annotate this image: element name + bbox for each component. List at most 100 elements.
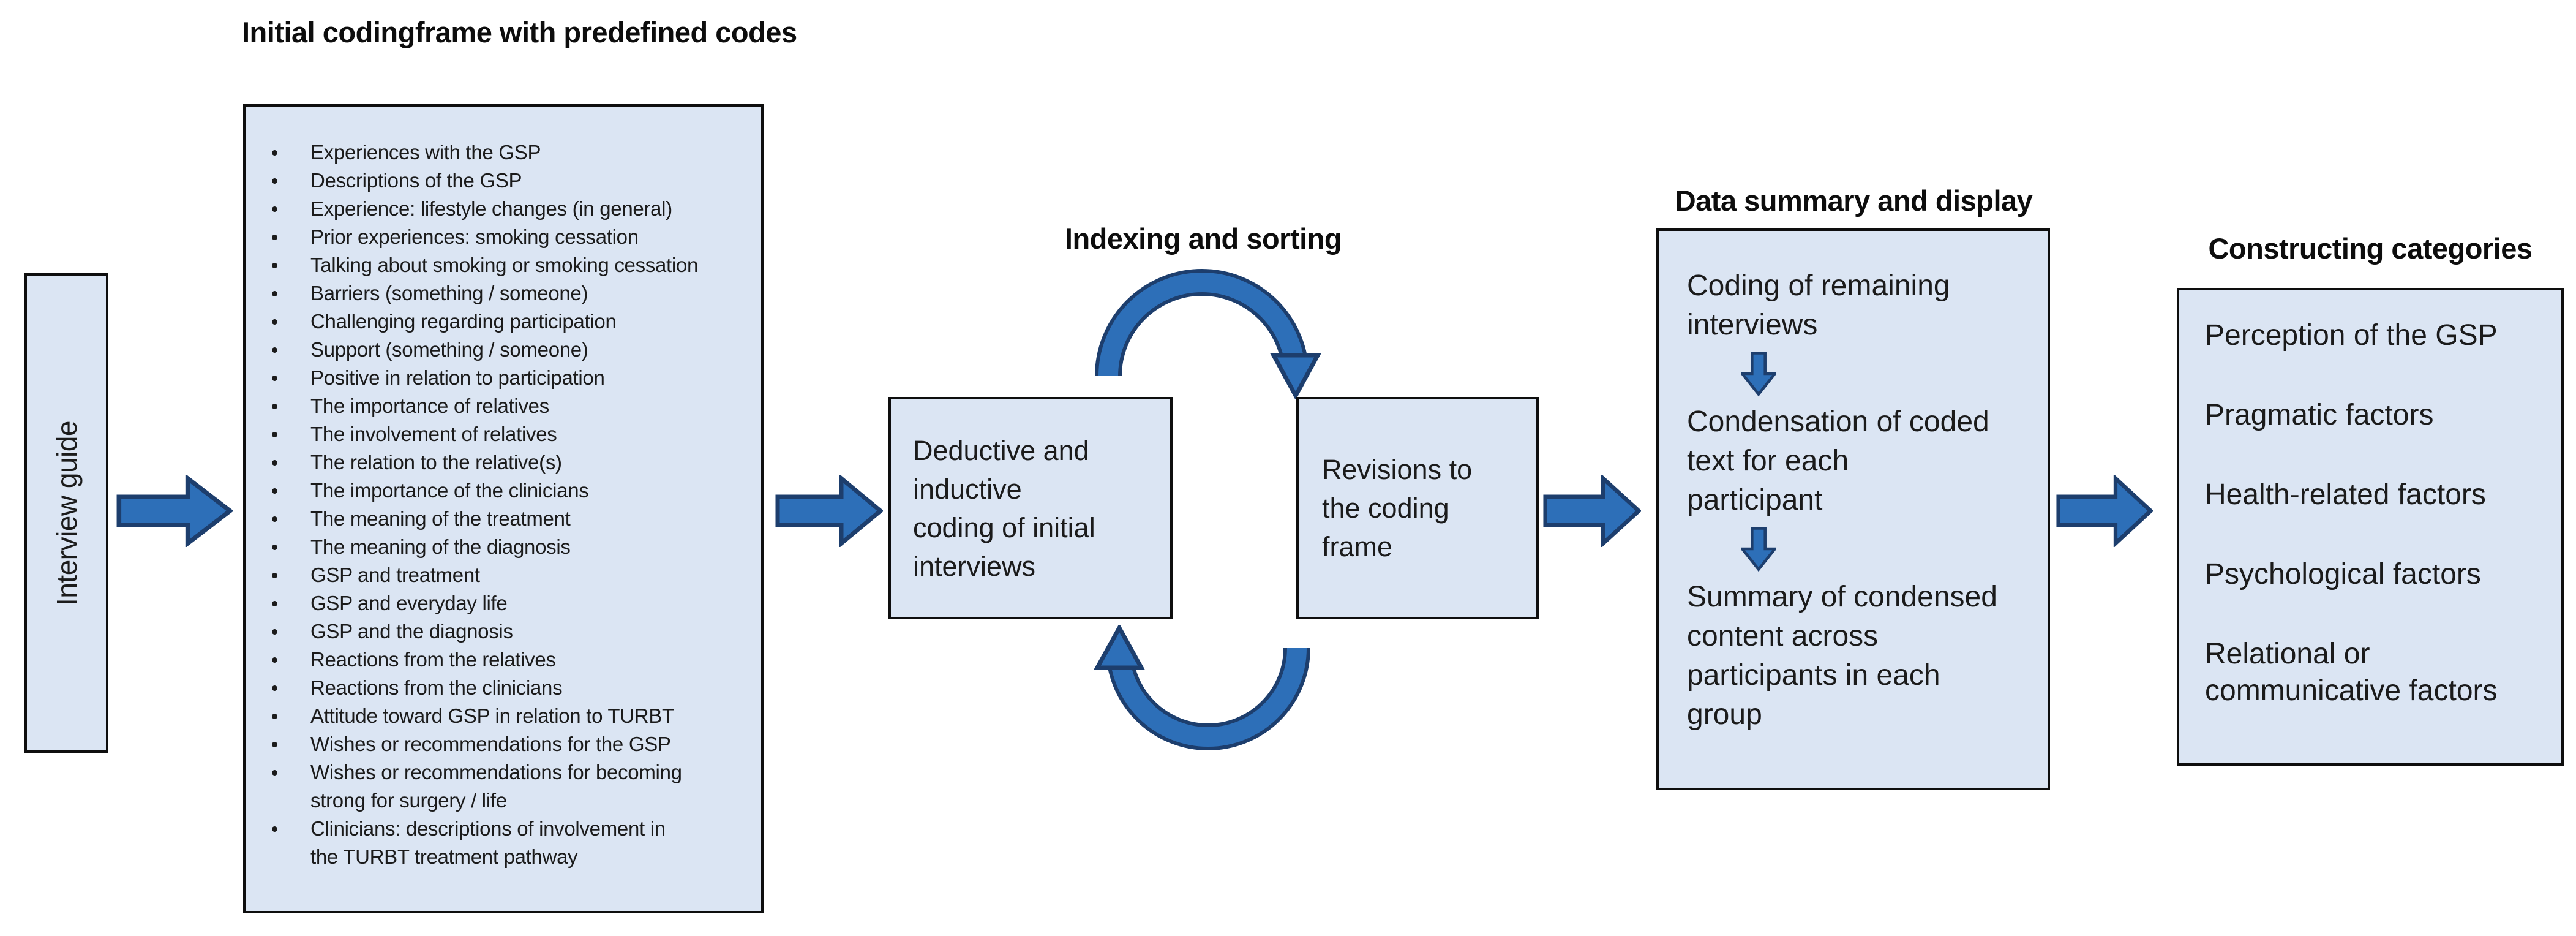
- code-text: Reactions from the clinicians: [310, 676, 563, 699]
- summary-step: Coding of remaining interviews: [1687, 270, 1950, 341]
- code-list-item: Experiences with the GSP: [271, 138, 743, 167]
- down-arrow-icon: [1741, 349, 1776, 398]
- code-list-item: Barriers (something / someone): [271, 279, 743, 308]
- bullet-icon: [271, 138, 310, 167]
- bullet-icon: [271, 167, 310, 195]
- code-text: GSP and the diagnosis: [310, 620, 513, 643]
- indexing-sorting-title: Indexing and sorting: [1064, 222, 1342, 255]
- code-list-item: Wishes or recommendations for the GSP: [271, 730, 743, 758]
- code-list-item: The importance of the clinicians: [271, 477, 743, 505]
- code-text: Reactions from the relatives: [310, 648, 556, 671]
- summary-step: Summary of condensed content across part…: [1687, 581, 1997, 731]
- code-text: Barriers (something / someone): [310, 282, 588, 304]
- code-text: Clinicians: descriptions of involvement …: [310, 817, 666, 868]
- codingframe-box: Experiences with the GSP Descriptions of…: [243, 104, 764, 913]
- bullet-icon: [271, 815, 310, 871]
- category-item: Pragmatic factors: [2205, 399, 2434, 431]
- bullet-icon: [271, 448, 310, 477]
- code-text: Prior experiences: smoking cessation: [310, 225, 639, 248]
- code-list-item: Wishes or recommendations for becoming s…: [271, 758, 743, 815]
- code-list-item: GSP and the diagnosis: [271, 617, 743, 646]
- bullet-icon: [271, 533, 310, 561]
- code-list-item: Clinicians: descriptions of involvement …: [271, 815, 743, 871]
- bullet-icon: [271, 646, 310, 674]
- bullet-icon: [271, 420, 310, 448]
- bullet-icon: [271, 195, 310, 223]
- bullet-icon: [271, 561, 310, 589]
- interview-guide-box: Interview guide: [24, 273, 108, 753]
- code-text: Experience: lifestyle changes (in genera…: [310, 197, 672, 220]
- data-summary-title: Data summary and display: [1675, 184, 2033, 217]
- code-text: The importance of relatives: [310, 394, 549, 417]
- code-list-item: The meaning of the diagnosis: [271, 533, 743, 561]
- code-list-item: Prior experiences: smoking cessation: [271, 223, 743, 251]
- code-list-item: Reactions from the relatives: [271, 646, 743, 674]
- code-list-item: The importance of relatives: [271, 392, 743, 420]
- right-arrow-icon: [1543, 475, 1641, 547]
- categories-box: Perception of the GSP Pragmatic factors …: [2177, 288, 2564, 766]
- code-list-item: Support (something / someone): [271, 336, 743, 364]
- bullet-icon: [271, 674, 310, 702]
- right-arrow-icon: [116, 475, 233, 547]
- code-text: The meaning of the treatment: [310, 507, 571, 530]
- code-text: Wishes or recommendations for becoming s…: [310, 761, 682, 812]
- down-arrow-icon: [1741, 524, 1776, 573]
- flow-arrow-right-icon: [775, 475, 883, 547]
- code-text: Positive in relation to participation: [310, 366, 605, 389]
- right-arrow-icon: [2056, 475, 2153, 547]
- code-list-item: GSP and everyday life: [271, 589, 743, 617]
- bullet-icon: [271, 392, 310, 420]
- revisions-box: Revisions to the coding frame: [1296, 397, 1539, 619]
- code-list-item: Positive in relation to participation: [271, 364, 743, 392]
- code-text: GSP and everyday life: [310, 592, 508, 614]
- code-list-item: The involvement of relatives: [271, 420, 743, 448]
- bullet-icon: [271, 505, 310, 533]
- flow-arrow-right-icon: [1543, 475, 1641, 547]
- code-text: The importance of the clinicians: [310, 479, 589, 502]
- bullet-icon: [271, 308, 310, 336]
- bullet-icon: [271, 336, 310, 364]
- constructing-categories-title: Constructing categories: [2208, 232, 2533, 265]
- code-list-item: Attitude toward GSP in relation to TURBT: [271, 702, 743, 730]
- bullet-icon: [271, 364, 310, 392]
- interview-guide-label: Interview guide: [50, 420, 83, 606]
- cycle-arrow-bottom-icon: [1092, 625, 1324, 766]
- category-item: Relational or communicative factors: [2205, 638, 2498, 707]
- category-item: Perception of the GSP: [2205, 319, 2498, 352]
- code-text: The involvement of relatives: [310, 423, 557, 445]
- flow-arrow-right-icon: [2056, 475, 2153, 547]
- code-text: Descriptions of the GSP: [310, 169, 522, 192]
- code-text: GSP and treatment: [310, 564, 480, 586]
- cycle-arrow-top-icon: [1092, 259, 1324, 399]
- deductive-coding-box: Deductive and inductive coding of initia…: [888, 397, 1173, 619]
- code-text: The meaning of the diagnosis: [310, 535, 571, 558]
- code-text: Support (something / someone): [310, 338, 588, 361]
- bullet-icon: [271, 702, 310, 730]
- bullet-icon: [271, 223, 310, 251]
- bullet-icon: [271, 758, 310, 815]
- bullet-icon: [271, 730, 310, 758]
- code-list-item: Reactions from the clinicians: [271, 674, 743, 702]
- code-text: Talking about smoking or smoking cessati…: [310, 254, 699, 276]
- category-item: Health-related factors: [2205, 478, 2486, 511]
- bullet-icon: [271, 251, 310, 279]
- bullet-icon: [271, 477, 310, 505]
- code-text: Experiences with the GSP: [310, 141, 541, 164]
- code-list-item: Descriptions of the GSP: [271, 167, 743, 195]
- summary-step: Condensation of coded text for each part…: [1687, 406, 1989, 516]
- code-list-item: The meaning of the treatment: [271, 505, 743, 533]
- bullet-icon: [271, 589, 310, 617]
- code-list-item: Challenging regarding participation: [271, 308, 743, 336]
- code-list-item: Experience: lifestyle changes (in genera…: [271, 195, 743, 223]
- code-text: Attitude toward GSP in relation to TURBT: [310, 704, 674, 727]
- codingframe-title: Initial codingframe with predefined code…: [242, 16, 797, 48]
- code-text: The relation to the relative(s): [310, 451, 562, 474]
- code-list-item: GSP and treatment: [271, 561, 743, 589]
- code-text: Wishes or recommendations for the GSP: [310, 733, 671, 755]
- data-summary-box: Coding of remaining interviews Condensat…: [1656, 228, 2050, 790]
- bullet-icon: [271, 617, 310, 646]
- category-item: Psychological factors: [2205, 558, 2481, 591]
- bullet-icon: [271, 279, 310, 308]
- codes-list: Experiences with the GSP Descriptions of…: [271, 138, 743, 871]
- flow-arrow-right-icon: [116, 475, 233, 547]
